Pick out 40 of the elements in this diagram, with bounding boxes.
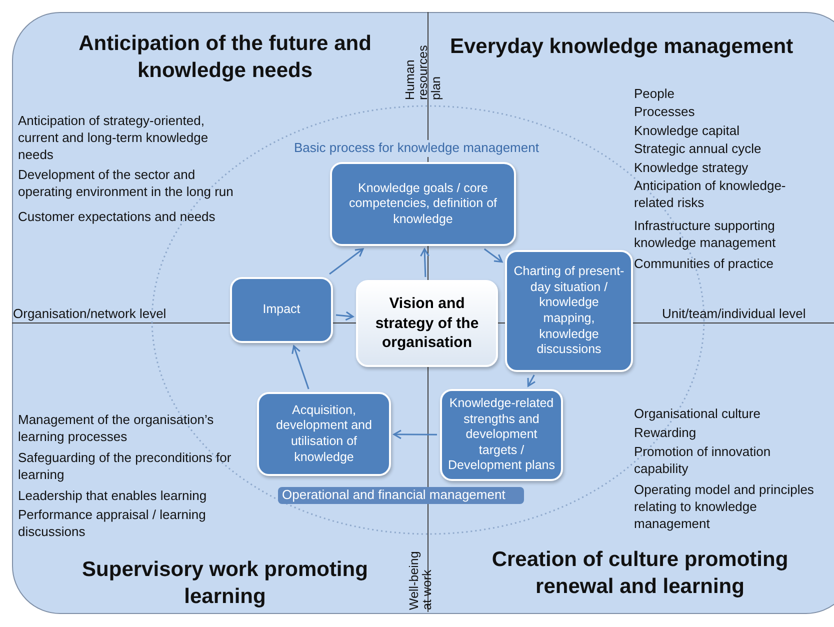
process-box: Acquisition, development and utilisation of knowledge: [257, 392, 391, 476]
label-text: Organisational culture: [634, 406, 762, 423]
label-text: Anticipation of strategy-oriented, current and long-term knowledge needs: [18, 113, 210, 164]
label-text: Development of the sector and operating environment in the long run: [18, 167, 234, 201]
arrow: [420, 248, 430, 278]
process-box: Charting of present-day situation / knowledge mapping, knowledge discussions: [505, 250, 633, 372]
label-text: Well-being at work: [408, 550, 434, 610]
arrow: [484, 248, 503, 263]
arrow: [292, 345, 310, 390]
arrow: [393, 430, 437, 440]
label-text: Strategic annual cycle: [634, 141, 762, 158]
label-text: Processes: [634, 104, 696, 121]
arrow: [329, 248, 364, 275]
arrow: [336, 311, 354, 321]
label-text: Organisation/network level: [13, 306, 168, 323]
label-text: Performance appraisal / learning discussions: [18, 507, 207, 541]
label-text: Management of the organisation’s learning processes: [18, 412, 215, 446]
label-text: Human resources plan: [404, 44, 444, 100]
label-text: Safeguarding of the preconditions for learning: [18, 450, 232, 484]
label-text: People: [634, 86, 676, 103]
arrow: [527, 374, 536, 387]
process-box: Knowledge goals / core competencies, definition of knowledge: [330, 162, 516, 246]
label-text: Knowledge capital: [634, 123, 741, 140]
label-text: Unit/team/individual level: [662, 306, 807, 323]
label-text: Leadership that enables learning: [18, 488, 208, 505]
label-text: Infrastructure supporting knowledge management: [634, 218, 777, 252]
process-box: Impact: [230, 277, 333, 343]
quadrant-heading: Supervisory work promoting learning: [81, 557, 369, 610]
label-text: Operational and financial management: [278, 487, 524, 504]
label-text: Knowledge strategy: [634, 160, 750, 177]
label-text: Communities of practice: [634, 256, 774, 273]
process-box: Knowledge-related strengths and development targets / Development plans: [440, 389, 563, 481]
label-text: Customer expectations and needs: [18, 209, 216, 226]
label-text: Rewarding: [634, 425, 698, 442]
label-text: Operating model and principles relating to knowledge management: [634, 482, 815, 533]
quadrant-heading: Everyday knowledge management: [450, 34, 794, 60]
vision-box: Vision and strategy of the organisation: [356, 280, 498, 367]
label-text: Promotion of innovation capability: [634, 444, 772, 478]
label-text: Anticipation of knowledge-related risks: [634, 178, 787, 212]
quadrant-heading: Creation of culture promoting renewal and learning: [490, 547, 790, 600]
